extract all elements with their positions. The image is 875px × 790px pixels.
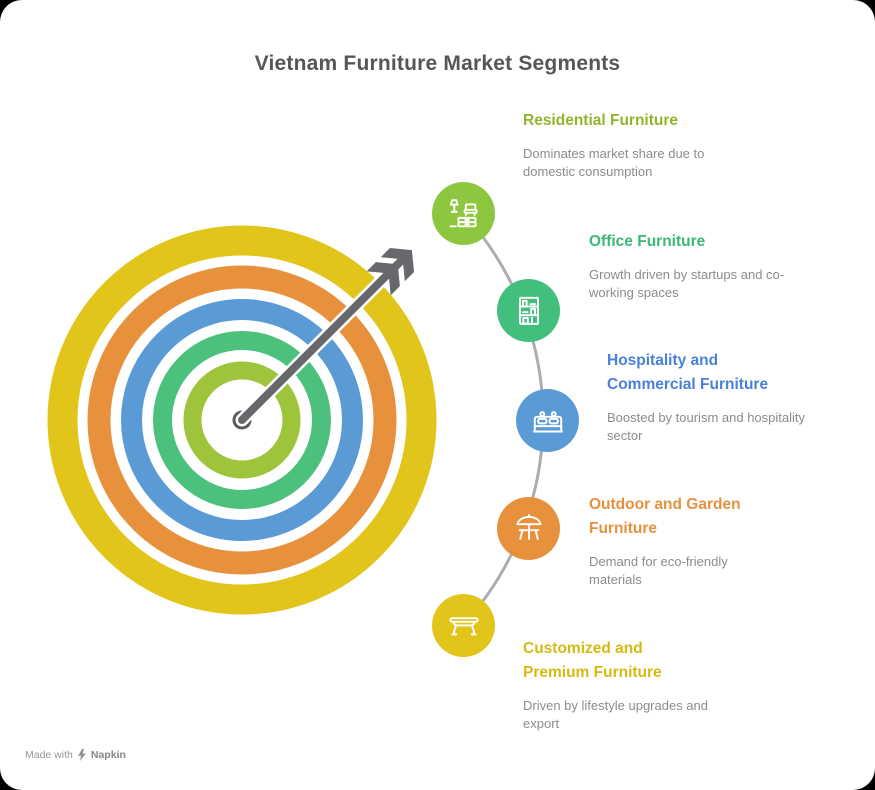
segment-title: Residential Furniture <box>523 112 679 129</box>
node-outdoor-furniture <box>497 497 560 560</box>
arrow <box>235 247 415 427</box>
node-office-furniture <box>497 279 560 342</box>
residential-furniture-icon <box>449 198 478 227</box>
outdoor-umbrella-table-icon <box>515 513 542 540</box>
segment-description: Demand for eco-friendly materials <box>589 554 728 587</box>
segment-outdoor: Outdoor and Garden Furniture Demand for … <box>589 493 779 588</box>
segment-description: Boosted by tourism and hospitality secto… <box>607 410 805 443</box>
premium-table-icon <box>449 616 478 635</box>
segment-description: Growth driven by startups and co-working… <box>589 267 785 300</box>
segment-title: Office Furniture <box>589 233 706 250</box>
page-title: Vietnam Furniture Market Segments <box>254 52 621 75</box>
hospitality-bed-icon <box>532 410 563 432</box>
node-premium-furniture <box>432 594 495 657</box>
footer-attribution: Made with Napkin <box>25 749 126 761</box>
node-hospitality-furniture <box>516 389 579 452</box>
segment-premium: Customized and Premium Furniture Driven … <box>523 637 733 732</box>
napkin-brand-label: Napkin <box>90 749 126 761</box>
segment-description: Dominates market share due to domestic c… <box>523 146 705 179</box>
node-residential-furniture <box>432 182 495 245</box>
segment-title: Outdoor and Garden Furniture <box>589 496 741 537</box>
segment-residential: Residential Furniture Dominates market s… <box>523 109 748 180</box>
napkin-logo-icon <box>78 749 86 761</box>
made-with-label: Made with <box>25 749 73 761</box>
segment-office: Office Furniture Growth driven by startu… <box>589 230 799 301</box>
segment-hospitality: Hospitality and Commercial Furniture Boo… <box>607 349 807 444</box>
segment-description: Driven by lifestyle upgrades and export <box>523 698 708 731</box>
segment-title: Customized and Premium Furniture <box>523 640 662 681</box>
arrow-fletching <box>366 247 415 296</box>
office-furniture-icon <box>518 296 539 325</box>
segment-title: Hospitality and Commercial Furniture <box>607 352 769 393</box>
